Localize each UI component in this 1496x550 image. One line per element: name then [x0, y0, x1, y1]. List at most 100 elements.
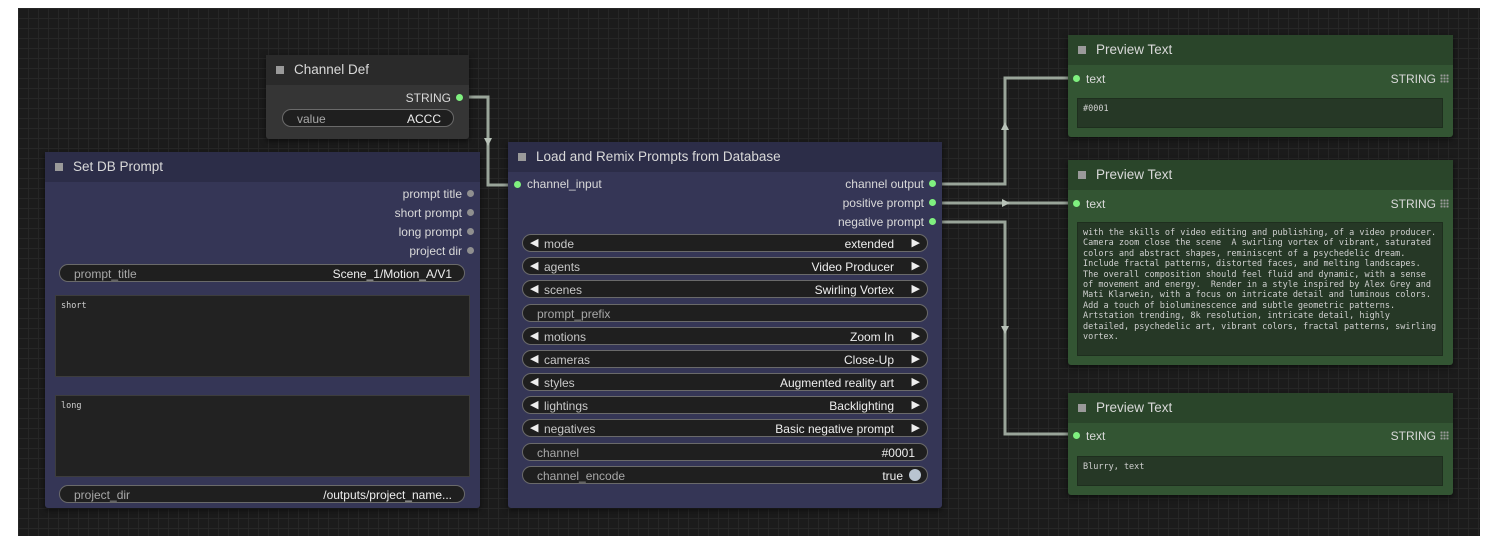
node-collapse-icon[interactable] [55, 163, 63, 171]
output-slot-short-prompt[interactable] [467, 209, 474, 216]
channel-widget[interactable]: channel #0001 [522, 443, 928, 461]
preview-text-node-3[interactable]: Preview Text text STRING Blurry, text [1068, 393, 1453, 495]
toggle-knob-icon[interactable] [909, 469, 921, 481]
prompt-title-widget[interactable]: prompt_title Scene_1/Motion_A/V1 [59, 264, 465, 282]
widget-value: Close-Up [843, 353, 894, 367]
widget-label: value [297, 112, 326, 126]
long-prompt-textarea[interactable]: long [55, 395, 470, 477]
output-slot-project-dir[interactable] [467, 247, 474, 254]
node-collapse-icon[interactable] [1078, 46, 1086, 54]
preview-text-area[interactable]: Blurry, text [1077, 456, 1443, 486]
short-prompt-textarea[interactable]: short [55, 295, 470, 377]
widget-label: agents [544, 260, 581, 274]
widget-label: prompt_title [74, 267, 137, 281]
node-collapse-icon[interactable] [518, 153, 526, 161]
preview-text-node-2[interactable]: Preview Text text STRING with the skills… [1068, 160, 1453, 365]
output-label-long-prompt: long prompt [398, 225, 462, 239]
channel-def-node[interactable]: Channel Def STRING value ACCC [266, 55, 469, 139]
widget-label: prompt_prefix [537, 307, 611, 321]
arrow-left-icon[interactable]: ◀ [530, 260, 539, 272]
arrow-left-icon[interactable]: ◀ [530, 399, 539, 411]
output-label-string: STRING [405, 91, 451, 105]
arrow-left-icon[interactable]: ◀ [530, 283, 539, 295]
agents-combo[interactable]: ◀ agents Video Producer ▶ [522, 257, 928, 275]
grip-icon [1440, 431, 1449, 440]
node-title: Preview Text [1096, 167, 1173, 182]
node-title: Channel Def [294, 62, 370, 77]
widget-label: project_dir [74, 488, 131, 502]
output-label-negative-prompt: negative prompt [837, 215, 924, 229]
styles-combo[interactable]: ◀ styles Augmented reality art ▶ [522, 373, 928, 391]
node-title-bar[interactable]: Preview Text [1068, 160, 1453, 190]
input-label-channel-input: channel_input [527, 177, 602, 191]
arrow-right-icon[interactable]: ▶ [911, 399, 920, 411]
widget-value: Video Producer [811, 260, 895, 274]
widget-value: Swirling Vortex [814, 283, 894, 297]
arrow-left-icon[interactable]: ◀ [530, 353, 539, 365]
widget-value: ACCC [406, 112, 441, 126]
preview-text-node-1[interactable]: Preview Text text STRING #0001 [1068, 35, 1453, 137]
arrow-right-icon[interactable]: ▶ [911, 376, 920, 388]
arrow-left-icon[interactable]: ◀ [530, 330, 539, 342]
preview-text-area[interactable]: #0001 [1077, 98, 1443, 128]
grip-icon [1440, 74, 1449, 83]
output-slot-negative-prompt[interactable] [929, 218, 936, 225]
load-remix-prompts-node[interactable]: Load and Remix Prompts from Database cha… [508, 142, 942, 508]
scenes-combo[interactable]: ◀ scenes Swirling Vortex ▶ [522, 280, 928, 298]
input-type-label: STRING [1390, 72, 1436, 86]
output-label-short-prompt: short prompt [394, 206, 462, 220]
output-slot-string[interactable] [456, 94, 463, 101]
node-title: Preview Text [1096, 42, 1173, 57]
set-db-prompt-node[interactable]: Set DB Prompt prompt title short prompt … [45, 152, 480, 508]
widget-label: mode [544, 237, 575, 251]
arrow-left-icon[interactable]: ◀ [530, 237, 539, 249]
arrow-right-icon[interactable]: ▶ [911, 237, 920, 249]
widget-label: lightings [544, 399, 589, 413]
cameras-combo[interactable]: ◀ cameras Close-Up ▶ [522, 350, 928, 368]
arrow-right-icon[interactable]: ▶ [911, 353, 920, 365]
widget-label: scenes [544, 283, 583, 297]
node-title-bar[interactable]: Set DB Prompt [45, 152, 480, 182]
widget-label: styles [544, 376, 575, 390]
motions-combo[interactable]: ◀ motions Zoom In ▶ [522, 327, 928, 345]
channel-encode-toggle[interactable]: channel_encode true [522, 466, 928, 484]
arrow-right-icon[interactable]: ▶ [911, 330, 920, 342]
input-slot-text[interactable] [1073, 200, 1080, 207]
input-slot-text[interactable] [1073, 75, 1080, 82]
project-dir-widget[interactable]: project_dir /outputs/project_name... [59, 485, 465, 503]
input-slot-channel-input[interactable] [514, 181, 521, 188]
widget-value: /outputs/project_name... [323, 488, 452, 502]
output-slot-positive-prompt[interactable] [929, 199, 936, 206]
node-title-bar[interactable]: Channel Def [266, 55, 469, 85]
node-title-bar[interactable]: Preview Text [1068, 393, 1453, 423]
widget-value: Augmented reality art [779, 376, 894, 390]
arrow-left-icon[interactable]: ◀ [530, 376, 539, 388]
node-title-bar[interactable]: Load and Remix Prompts from Database [508, 142, 942, 172]
arrow-right-icon[interactable]: ▶ [911, 283, 920, 295]
prompt-prefix-widget[interactable]: prompt_prefix [522, 304, 928, 322]
output-slot-prompt-title[interactable] [467, 190, 474, 197]
lightings-combo[interactable]: ◀ lightings Backlighting ▶ [522, 396, 928, 414]
widget-value: extended [844, 237, 894, 251]
output-slot-long-prompt[interactable] [467, 228, 474, 235]
input-type-label: STRING [1390, 197, 1436, 211]
node-collapse-icon[interactable] [1078, 404, 1086, 412]
input-slot-text[interactable] [1073, 432, 1080, 439]
value-widget[interactable]: value ACCC [282, 109, 454, 127]
output-label-prompt-title: prompt title [402, 187, 462, 201]
input-label-text: text [1086, 72, 1106, 86]
arrow-left-icon[interactable]: ◀ [530, 422, 539, 434]
mode-combo[interactable]: ◀ mode extended ▶ [522, 234, 928, 252]
node-title-bar[interactable]: Preview Text [1068, 35, 1453, 65]
output-label-project-dir: project dir [409, 244, 462, 258]
output-label-positive-prompt: positive prompt [842, 196, 924, 210]
negatives-combo[interactable]: ◀ negatives Basic negative prompt ▶ [522, 419, 928, 437]
node-collapse-icon[interactable] [1078, 171, 1086, 179]
input-label-text: text [1086, 197, 1106, 211]
widget-value: Basic negative prompt [775, 422, 894, 436]
arrow-right-icon[interactable]: ▶ [911, 260, 920, 272]
arrow-right-icon[interactable]: ▶ [911, 422, 920, 434]
node-collapse-icon[interactable] [276, 66, 284, 74]
preview-text-area[interactable]: with the skills of video editing and pub… [1077, 222, 1443, 356]
output-slot-channel-output[interactable] [929, 180, 936, 187]
